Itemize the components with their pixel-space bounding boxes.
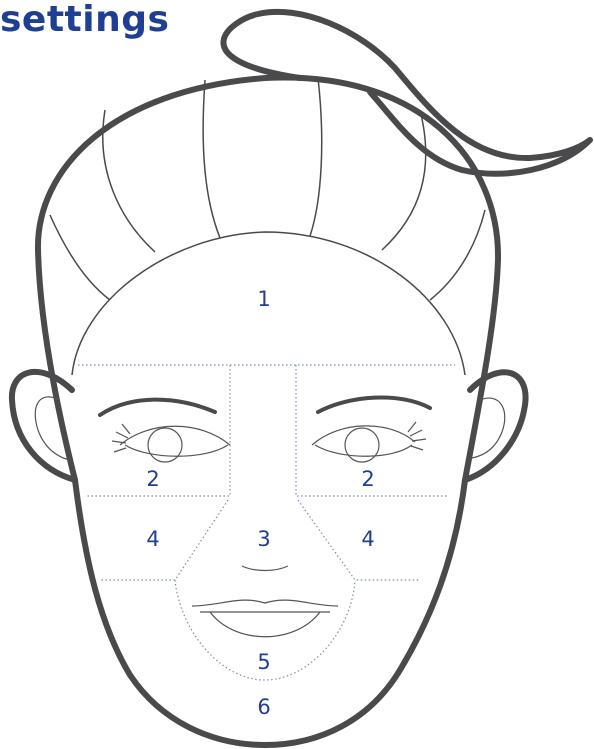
zone-label-chin: 6: [257, 695, 270, 719]
zone-label-nose: 3: [257, 527, 270, 551]
zone-label-mouth: 5: [257, 650, 270, 674]
nose: [242, 566, 288, 571]
ponytail: [223, 12, 590, 174]
zone-boundaries: [78, 365, 455, 680]
zone-label-cheek-left: 4: [146, 527, 159, 551]
zone-label-cheek-right: 4: [361, 527, 374, 551]
hair-strands: [50, 78, 485, 300]
zone-label-forehead: 1: [257, 287, 270, 311]
zone-label-eye-right: 2: [361, 467, 374, 491]
brow-left: [100, 400, 215, 415]
eye-right: [312, 422, 426, 462]
ear-left: [12, 372, 75, 480]
lips: [192, 600, 338, 637]
eye-left: [112, 424, 230, 462]
brow-right: [318, 397, 430, 412]
zone-label-eye-left: 2: [146, 467, 159, 491]
